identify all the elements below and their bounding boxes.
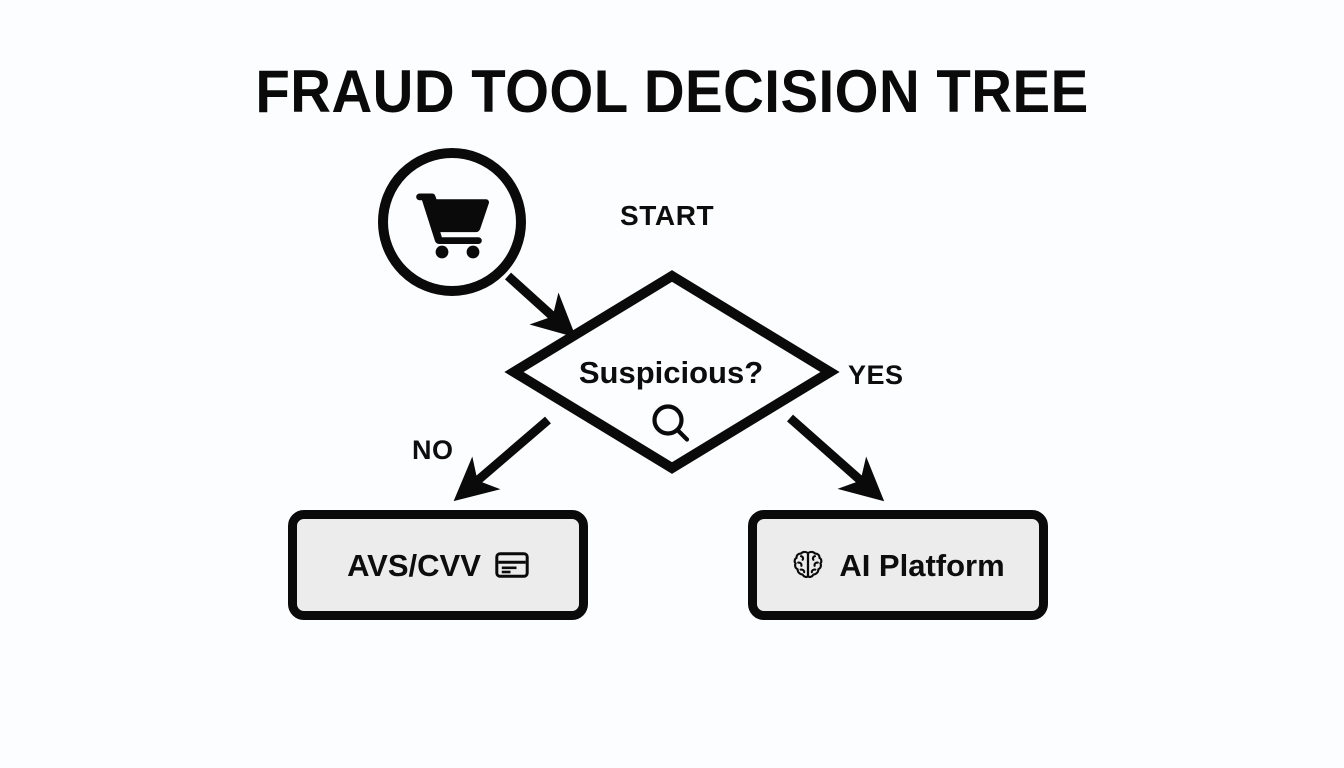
start-label: START <box>620 200 715 231</box>
brain-icon <box>791 549 825 581</box>
page-title: FRAUD TOOL DECISION TREE <box>255 58 1089 125</box>
edge-decision-to-ai-platform <box>787 414 885 502</box>
edge-label-no: NO <box>412 435 454 465</box>
magnifier-icon <box>652 404 690 442</box>
edge-decision-to-avs-cvv <box>453 416 551 502</box>
credit-card-icon <box>495 552 529 578</box>
outcome-node-avs-cvv[interactable]: AVS/CVV <box>288 510 588 620</box>
outcome-label-avs-cvv: AVS/CVV <box>347 547 481 583</box>
outcome-node-ai-platform[interactable]: AI Platform <box>748 510 1048 620</box>
edge-label-yes: YES <box>848 360 904 390</box>
decision-question-text: Suspicious? <box>578 355 764 390</box>
shopping-cart-icon <box>416 193 490 259</box>
outcome-label-ai-platform: AI Platform <box>839 547 1005 583</box>
edge-start-to-decision <box>504 272 577 338</box>
decision-node-diamond[interactable] <box>504 270 840 474</box>
